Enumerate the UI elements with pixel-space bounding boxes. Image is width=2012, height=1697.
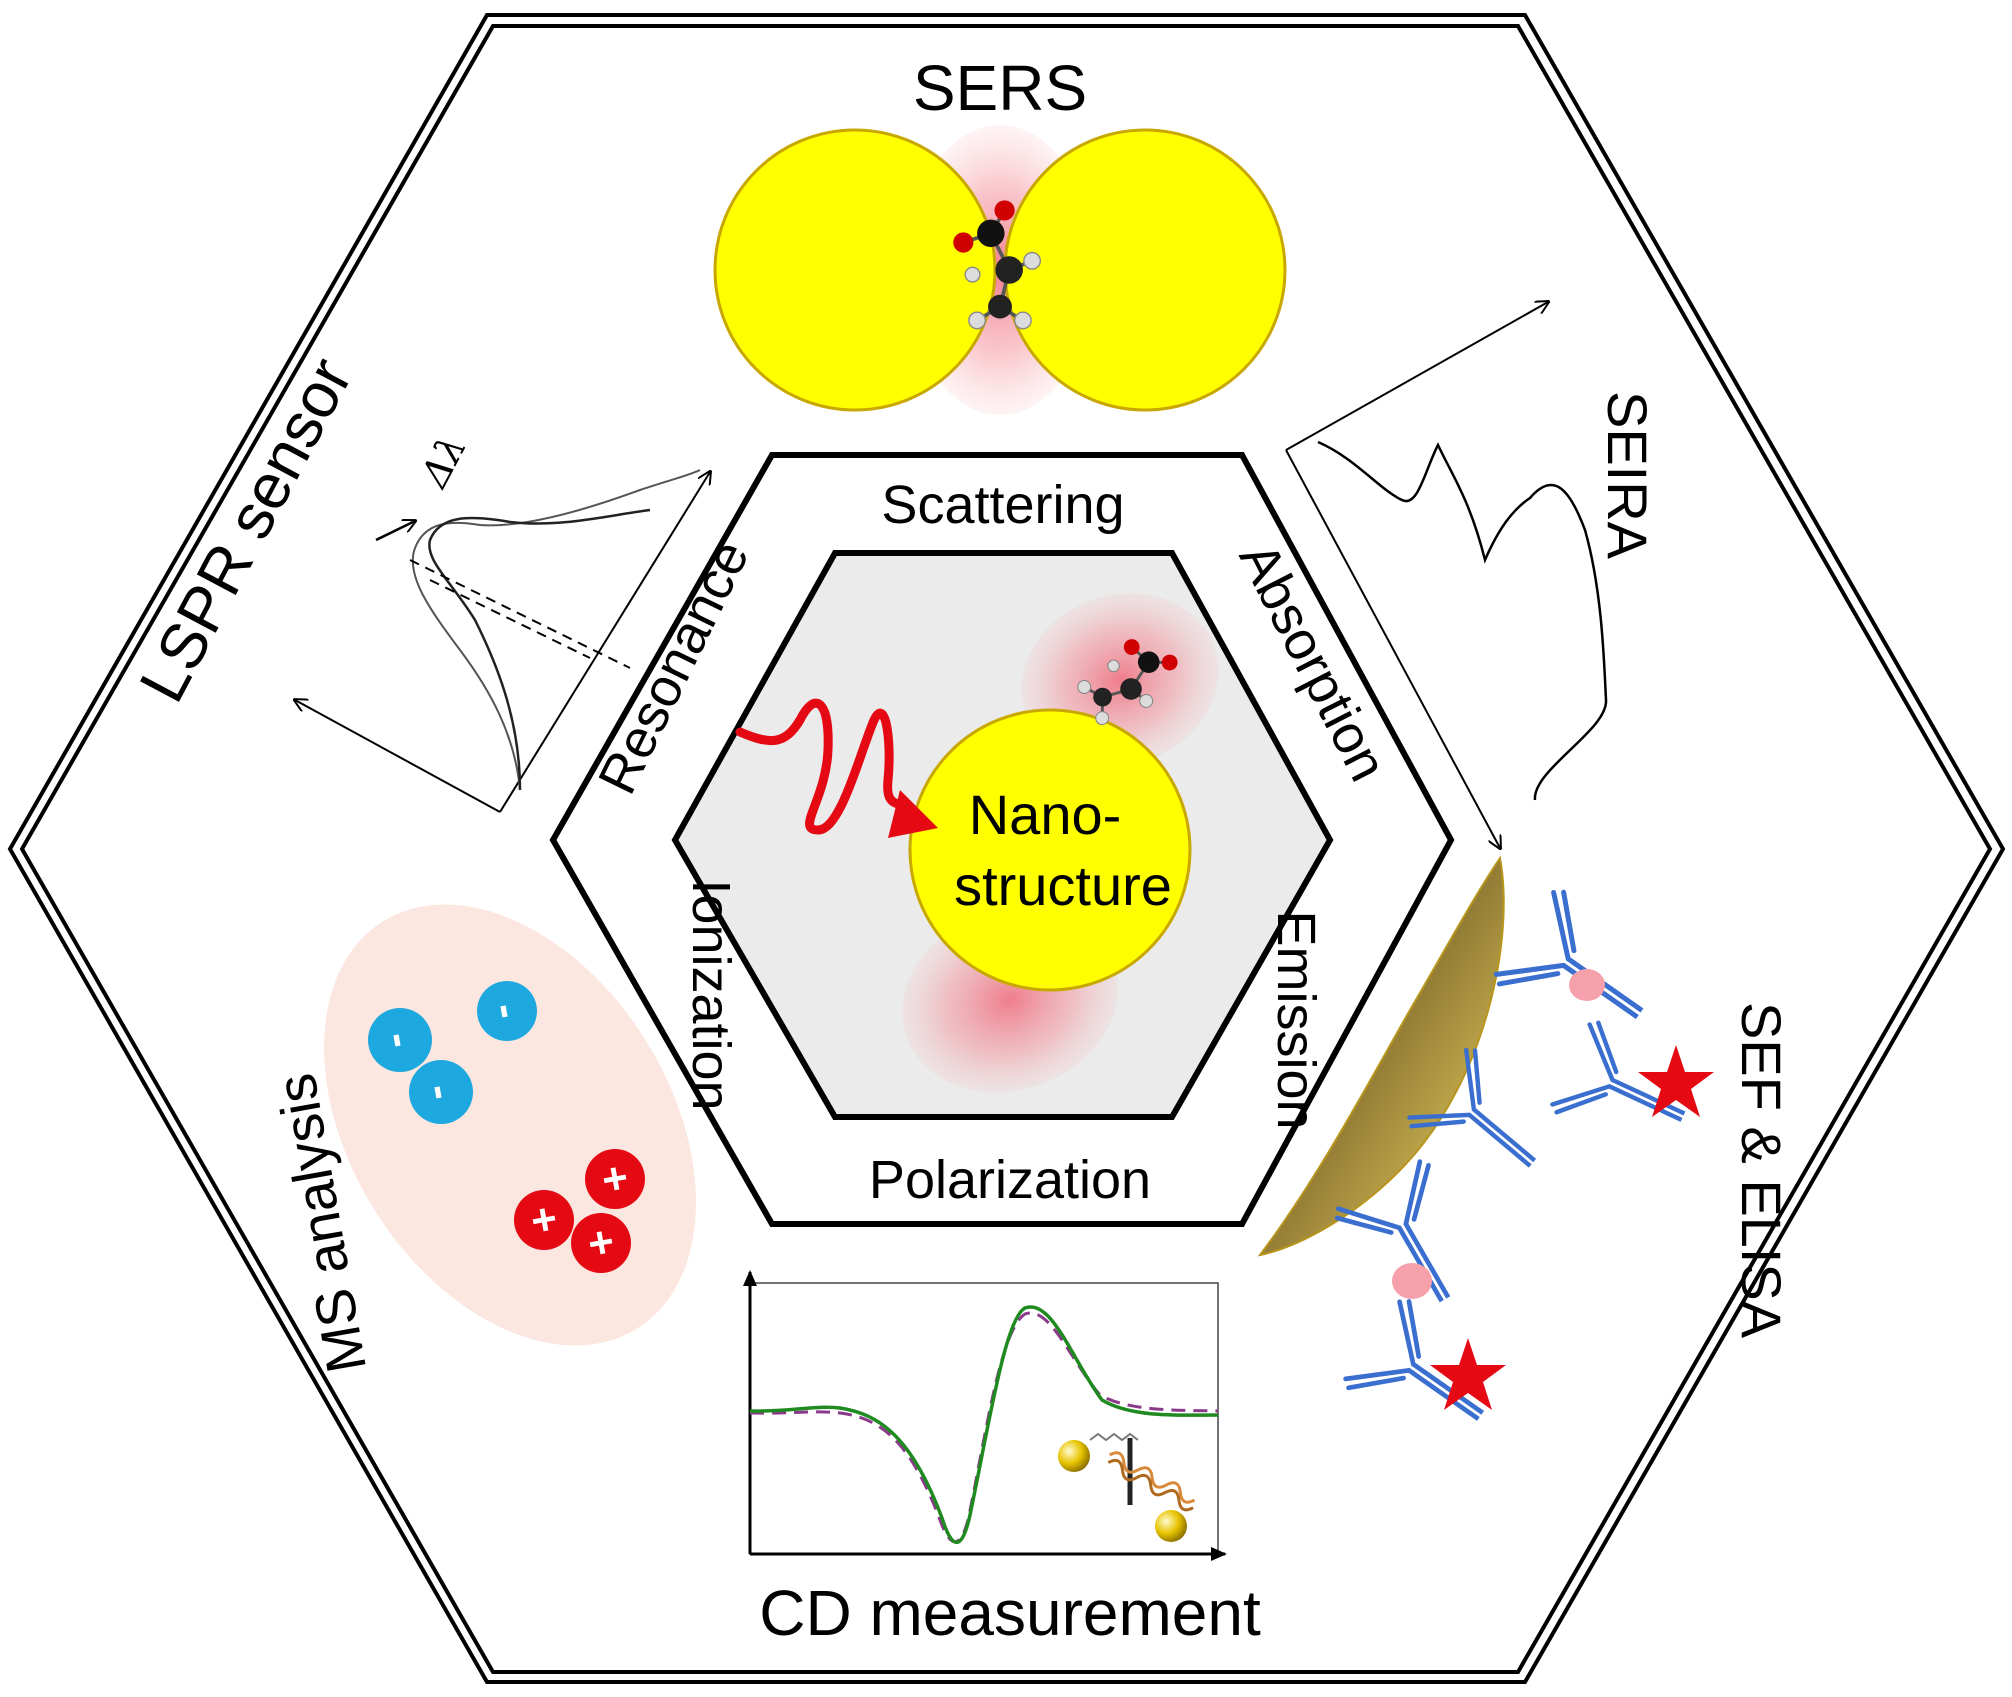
lspr-dashed-line-2 — [429, 579, 591, 659]
central-nanostructure: Nano- structure — [735, 593, 1219, 1093]
cation-3: + — [571, 1213, 631, 1273]
lspr-axis-origin-left-arrow — [295, 700, 501, 813]
seira-axis-diagonal-arrow — [1285, 449, 1500, 848]
cd-curve-green — [749, 1305, 1219, 1545]
sef-elisa-label: SEF & ELISA — [1730, 1002, 1793, 1339]
lspr-shift-arrow — [375, 521, 415, 542]
sers-label: SERS — [913, 52, 1087, 124]
nanoparticle — [908, 708, 1192, 992]
inner-label-ionization: Ionization — [681, 879, 741, 1110]
cd-panel: CD measurement — [743, 1270, 1261, 1649]
light-arrow-head — [888, 790, 938, 838]
ms-panel: MS analysis - - - + + + — [264, 904, 696, 1378]
seira-label: SEIRA — [1596, 391, 1659, 560]
inner-label-scattering: Scattering — [881, 475, 1124, 535]
antibody-glow-2 — [1392, 1263, 1432, 1299]
sers-nanoparticle-right — [1003, 128, 1287, 412]
outer-hexagon-inner-border — [19, 24, 1993, 1674]
seira-axis-up-arrow — [1285, 302, 1548, 451]
fluorophore-star-icon-1 — [1638, 1045, 1714, 1117]
anion-2: - — [477, 981, 537, 1041]
lspr-spectrum-curve-1 — [411, 469, 701, 791]
cd-label: CD measurement — [759, 1577, 1261, 1649]
sers-nanoparticle-left — [713, 128, 997, 412]
cation-1: + — [585, 1149, 645, 1209]
sers-panel: SERS — [713, 52, 1287, 415]
sef-elisa-panel: SEF & ELISA — [1257, 855, 1793, 1459]
center-label-line2: structure — [954, 854, 1172, 917]
antibody-glow-1 — [1569, 969, 1605, 1001]
center-label-line1: Nano- — [969, 783, 1122, 846]
inner-label-polarization: Polarization — [869, 1150, 1151, 1210]
seira-panel: SEIRA — [1285, 302, 1659, 848]
seira-spectrum-curve — [1317, 440, 1608, 801]
anion-3: - — [409, 1060, 473, 1124]
gold-nanoshell — [1257, 855, 1505, 1257]
inner-label-emission: Emission — [1266, 910, 1326, 1129]
cation-2: + — [514, 1190, 574, 1250]
cd-helix-dimer-icon — [1058, 1432, 1196, 1542]
lspr-dashed-line-1 — [409, 559, 631, 669]
lspr-axis-origin-up-arrow — [499, 472, 710, 813]
incident-light-wave — [735, 698, 920, 835]
lspr-spectrum-curve-2 — [428, 508, 651, 791]
anion-1: - — [368, 1008, 432, 1072]
fluorophore-star-icon-2 — [1430, 1338, 1506, 1410]
